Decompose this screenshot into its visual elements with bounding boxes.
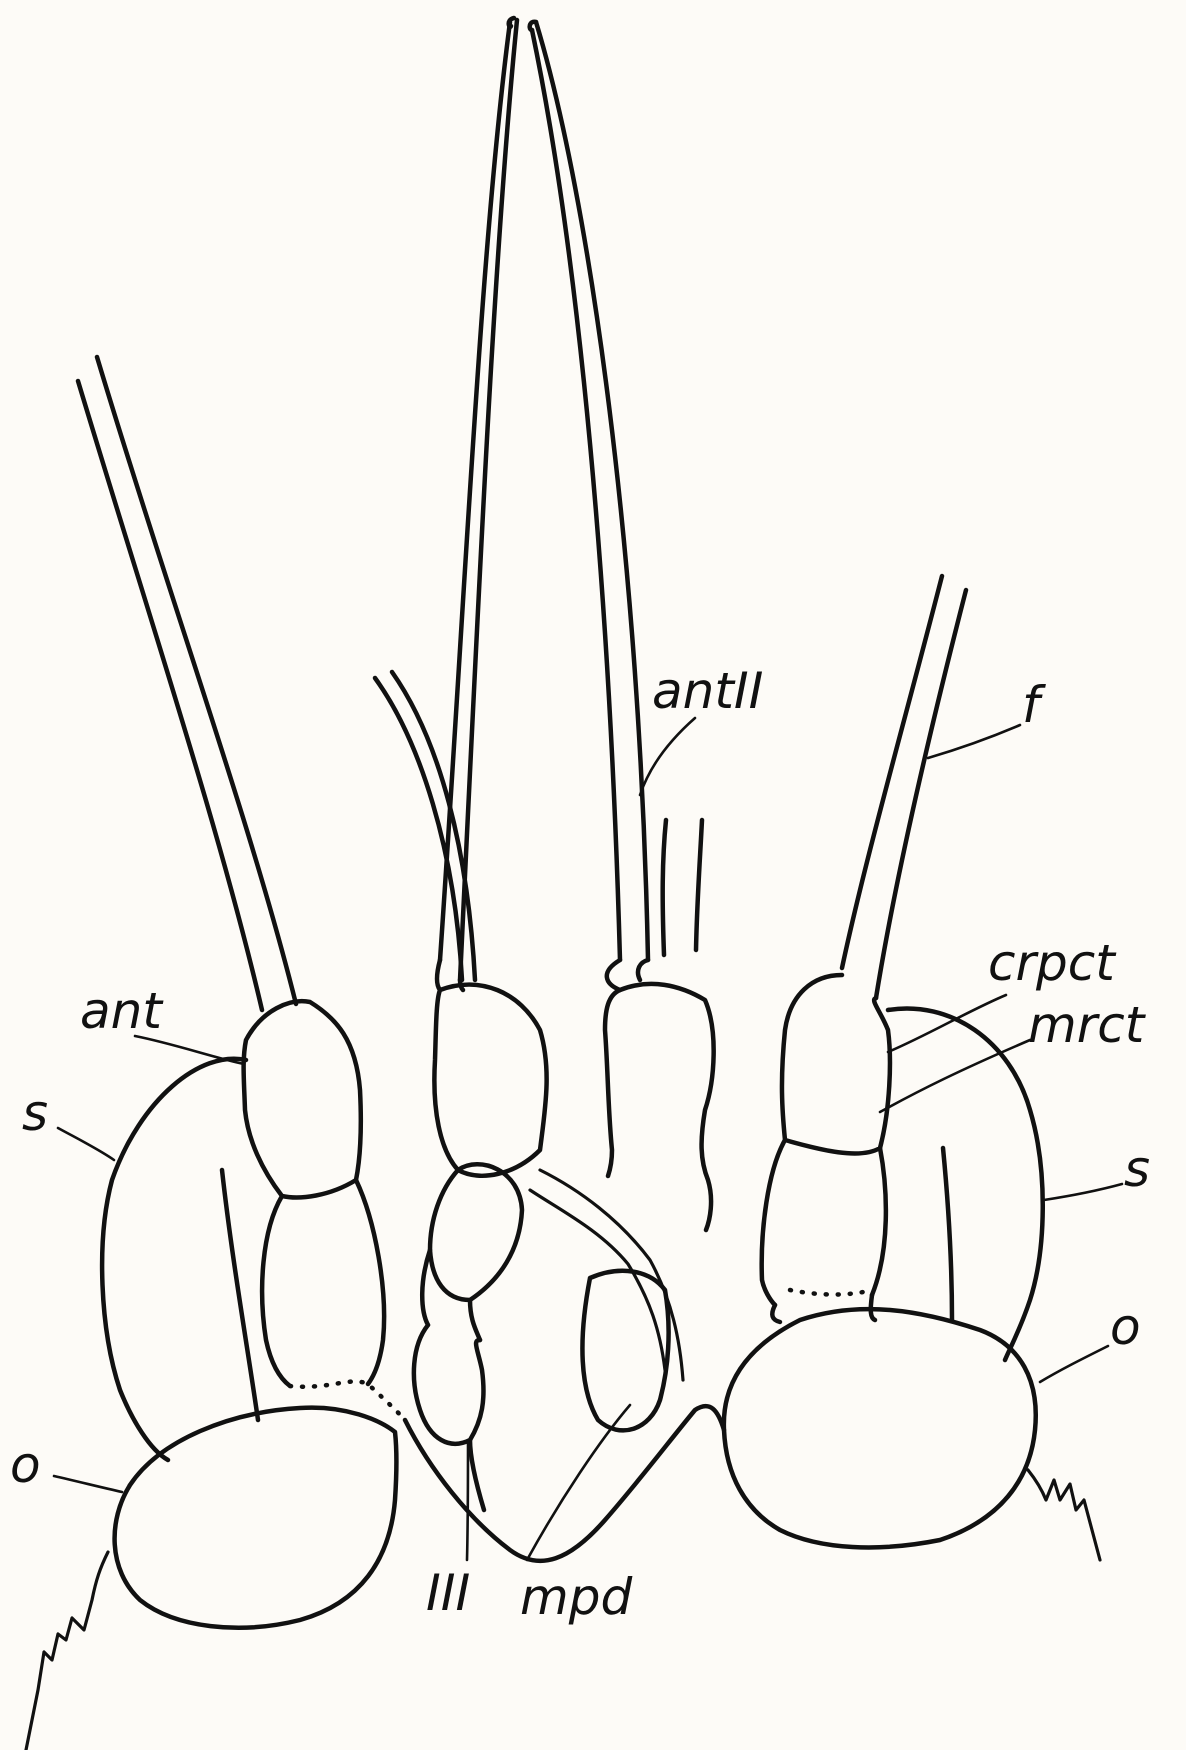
label-o-left: o <box>10 1436 41 1494</box>
left-scale <box>102 1059 258 1460</box>
label-mrct: mrct <box>1028 996 1147 1054</box>
center-body-outline <box>405 1406 724 1561</box>
label-crpct: crpct <box>988 934 1117 992</box>
leader-s-left <box>58 1128 114 1160</box>
left-flagellum <box>78 357 296 1010</box>
figure-labels: antII f ant crpct mrct s s o o III mpd <box>10 662 1150 1626</box>
leader-III <box>467 1440 468 1560</box>
leader-antII <box>640 718 695 795</box>
left-orbit-eye <box>115 1408 397 1628</box>
leader-lines <box>54 718 1122 1560</box>
label-o-right: o <box>1110 1298 1141 1356</box>
label-f: f <box>1022 676 1046 734</box>
label-antII: antII <box>652 662 763 720</box>
center-appendages <box>414 1164 683 1510</box>
leader-f <box>928 725 1020 758</box>
left-inner-flagellum <box>375 672 475 980</box>
right-antenna-segments <box>762 975 890 1322</box>
right-flagellum <box>842 576 966 998</box>
antenna-ii-flagella <box>440 18 648 980</box>
leader-s-right <box>1044 1184 1122 1200</box>
label-ant: ant <box>80 982 164 1040</box>
antenna-ii-peduncle-right <box>605 960 714 1230</box>
central-setae <box>663 820 702 955</box>
label-mpd: mpd <box>520 1568 632 1626</box>
right-body-edge <box>1028 1470 1100 1560</box>
label-s-right: s <box>1124 1140 1150 1198</box>
right-orbit-eye <box>724 1309 1036 1547</box>
leader-o-left <box>54 1476 122 1492</box>
label-s-left: s <box>22 1084 48 1142</box>
antenna-ii-peduncle-left <box>434 960 546 1176</box>
right-scale <box>888 1008 1043 1360</box>
left-body-edge <box>26 1552 108 1750</box>
leader-mrct <box>880 1040 1030 1112</box>
label-III: III <box>426 1564 470 1622</box>
left-antenna-segments <box>244 1001 405 1420</box>
leader-o-right <box>1040 1346 1108 1382</box>
leader-ant <box>135 1036 244 1064</box>
